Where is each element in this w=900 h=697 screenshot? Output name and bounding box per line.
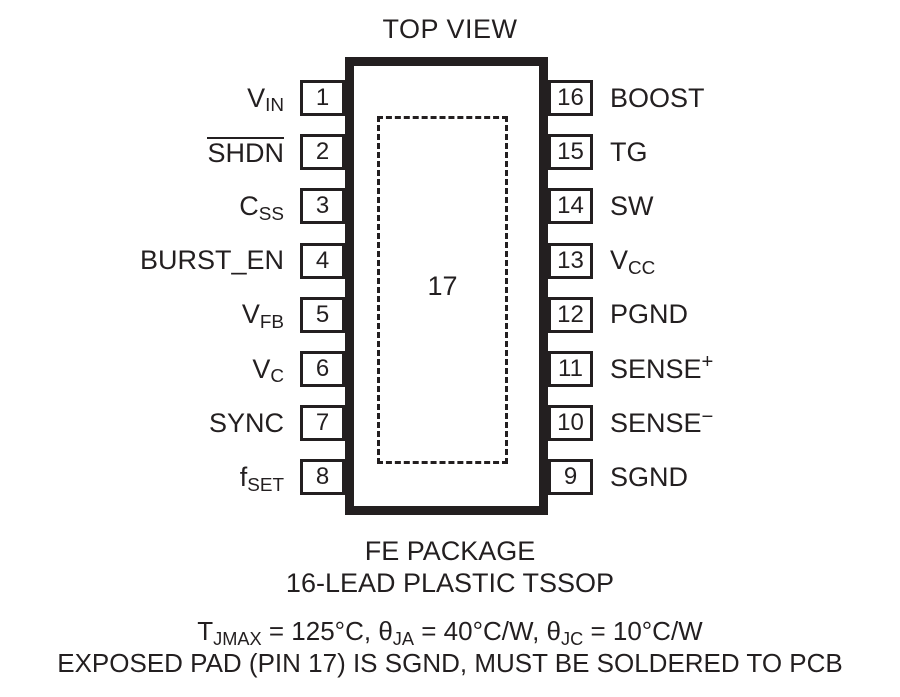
- pin-label-text: SYNC: [208, 407, 284, 438]
- pin-label: VC: [252, 353, 284, 386]
- pin-number-box: 13: [548, 242, 593, 279]
- pin-label: SENSE+: [610, 352, 713, 384]
- pin-label-subscript: SET: [247, 474, 284, 496]
- thermal-theta-ja-subscript: JA: [392, 628, 415, 649]
- pin-label-text: SGND: [610, 461, 689, 492]
- pin-label: PGND: [610, 301, 688, 328]
- pin-number-box: 1: [300, 80, 345, 116]
- page-title: TOP VIEW: [382, 14, 518, 44]
- pin-number-box: 5: [300, 296, 345, 333]
- pin-row-1: VIN 1: [0, 80, 345, 116]
- pin-label: TG: [610, 136, 648, 167]
- pin-label: SYNC: [208, 407, 284, 438]
- pin-row-11: 11 SENSE+: [548, 351, 900, 387]
- pin-number-box: 8: [300, 459, 345, 496]
- thermal-theta-ja-value: = 40°C/W,: [414, 616, 547, 646]
- pin-row-2: SHDN 2: [0, 134, 345, 171]
- pin-row-9: 9 SGND: [548, 459, 900, 496]
- pin-label-text: V: [252, 353, 271, 384]
- pin-row-10: 10 SENSE−: [548, 405, 900, 442]
- thermal-theta-ja-symbol: θ: [378, 616, 393, 646]
- pin-row-14: 14 SW: [548, 188, 900, 225]
- pin-label-text: SENSE: [610, 353, 702, 384]
- pin-label-subscript: FB: [259, 312, 284, 334]
- pin-label-text: V: [247, 82, 266, 113]
- exposed-pad-outline: [377, 116, 508, 464]
- pin-label: VIN: [247, 82, 284, 115]
- pin-label-text: SW: [610, 190, 654, 221]
- pin-label-subscript: SS: [258, 203, 284, 225]
- pin-row-3: CSS 3: [0, 188, 345, 225]
- pin-label-text: f: [239, 461, 248, 492]
- pin-label-superscript: +: [701, 351, 714, 374]
- pin-label: SW: [610, 190, 654, 221]
- pin-label: BURST_EN: [140, 247, 284, 274]
- pin-number-box: 9: [548, 459, 593, 496]
- pin-label: VFB: [241, 299, 284, 332]
- pin-number-box: 16: [548, 80, 593, 116]
- pin-number-box: 11: [548, 351, 593, 387]
- pin-label-superscript: −: [701, 405, 714, 428]
- pin-row-15: 15 TG: [548, 134, 900, 171]
- thermal-tjmax-value: = 125°C,: [261, 616, 379, 646]
- pin-label: SENSE−: [610, 406, 713, 438]
- pin-label: CSS: [239, 190, 284, 223]
- pin-number-box: 4: [300, 242, 345, 279]
- exposed-pad-number: 17: [427, 271, 458, 301]
- pin-label-text: SENSE: [610, 407, 702, 438]
- thermal-tjmax-symbol: T: [197, 616, 214, 646]
- pin-row-16: 16 BOOST: [548, 80, 900, 116]
- pin-label-text: V: [241, 299, 260, 330]
- pin-label-subscript: IN: [265, 95, 284, 117]
- pin-row-13: 13 VCC: [548, 242, 900, 279]
- caption-exposed-pad-note: EXPOSED PAD (PIN 17) IS SGND, MUST BE SO…: [57, 648, 843, 678]
- thermal-theta-jc-symbol: θ: [546, 616, 561, 646]
- pin-number-box: 2: [300, 134, 345, 171]
- caption-package-description: 16-LEAD PLASTIC TSSOP: [285, 568, 615, 598]
- pin-row-7: SYNC 7: [0, 405, 345, 442]
- pin-number-box: 6: [300, 351, 345, 387]
- thermal-tjmax-subscript: JMAX: [213, 628, 262, 649]
- pin-label-text: C: [239, 190, 259, 221]
- pin-label-text: BOOST: [610, 82, 705, 113]
- pin-number-box: 3: [300, 188, 345, 225]
- caption-thermal-spec: TJMAX = 125°C, θJA = 40°C/W, θJC = 10°C/…: [0, 616, 900, 649]
- pin-number-box: 15: [548, 134, 593, 171]
- pin-label-text: BURST_EN: [139, 245, 284, 276]
- pin-label: VCC: [610, 245, 655, 278]
- pin-row-8: fSET 8: [0, 459, 345, 496]
- thermal-theta-jc-subscript: JC: [561, 628, 584, 649]
- pin-number-box: 7: [300, 405, 345, 442]
- pin-row-4: BURST_EN 4: [0, 242, 345, 279]
- pin-label: fSET: [239, 461, 284, 494]
- pin-number-box: 12: [548, 296, 593, 333]
- pin-label: SHDN: [207, 137, 284, 167]
- pin-row-12: 12 PGND: [548, 296, 900, 333]
- caption-package-name: FE PACKAGE: [364, 536, 536, 566]
- pin-row-5: VFB 5: [0, 296, 345, 333]
- pin-label-subscript: CC: [628, 258, 656, 279]
- pin-label-text: SHDN: [207, 137, 284, 169]
- pin-number-box: 10: [548, 405, 593, 442]
- pin-label-text: TG: [610, 136, 648, 167]
- pin-label-subscript: C: [270, 366, 284, 388]
- pin-label: BOOST: [610, 82, 705, 113]
- pin-label-text: PGND: [610, 299, 689, 330]
- thermal-theta-jc-value: = 10°C/W: [583, 616, 703, 646]
- pin-label: SGND: [610, 461, 689, 492]
- pin-label-text: V: [610, 245, 629, 276]
- pin-number-box: 14: [548, 188, 593, 225]
